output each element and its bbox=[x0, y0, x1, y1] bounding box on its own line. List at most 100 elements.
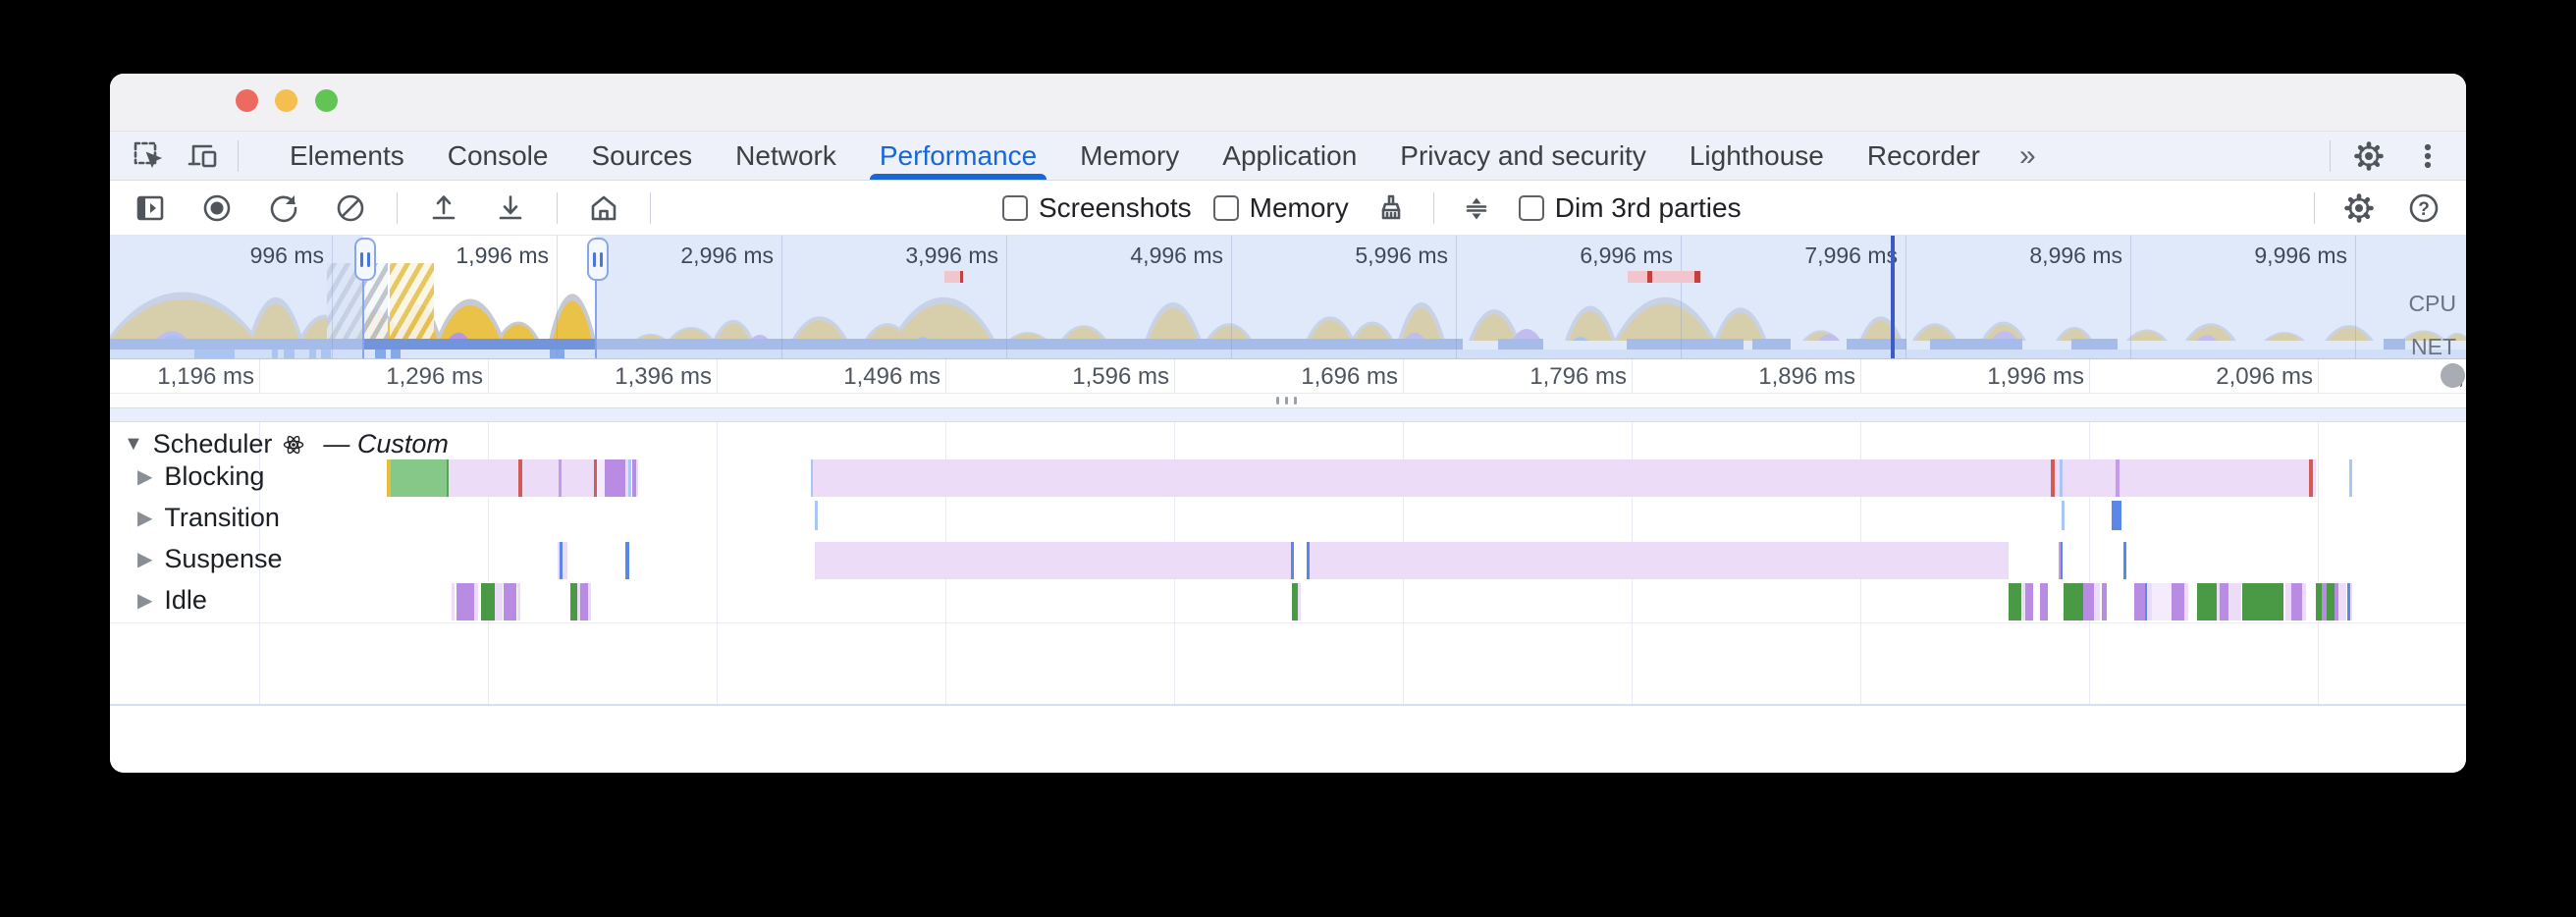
flame-segment-lav[interactable] bbox=[449, 459, 518, 497]
screenshots-checkbox-box[interactable] bbox=[1002, 194, 1028, 221]
flame-segment-lav[interactable] bbox=[517, 583, 520, 620]
flame-segment-lav[interactable] bbox=[2120, 459, 2309, 497]
tab-console[interactable]: Console bbox=[447, 139, 549, 171]
tab-network[interactable]: Network bbox=[735, 139, 836, 171]
flame-segment-lav[interactable] bbox=[2302, 583, 2306, 620]
flame-segment-lav[interactable] bbox=[2228, 583, 2241, 620]
flame-segment-lav[interactable] bbox=[522, 459, 559, 497]
selection-handle-left[interactable] bbox=[354, 238, 376, 281]
flame-segment-lavLight[interactable] bbox=[597, 459, 605, 497]
flame-segment-purple[interactable] bbox=[2134, 583, 2145, 620]
flame-segment-red[interactable] bbox=[2051, 459, 2055, 497]
flame-segment-greenIdle[interactable] bbox=[481, 583, 495, 620]
horizontal-scrollbar-thumb[interactable] bbox=[2441, 363, 2465, 388]
download-profile-icon[interactable] bbox=[490, 189, 531, 228]
flame-segment-lav[interactable] bbox=[495, 583, 503, 620]
flame-segment-lav[interactable] bbox=[577, 583, 580, 620]
expand-triangle-icon[interactable]: ▶ bbox=[137, 549, 153, 570]
flame-segment-blue[interactable] bbox=[1291, 542, 1294, 579]
garbage-collect-icon[interactable] bbox=[1370, 189, 1412, 228]
flame-segment-blue[interactable] bbox=[2112, 501, 2121, 530]
flame-segment-lav[interactable] bbox=[562, 459, 594, 497]
flame-segment-lav[interactable] bbox=[1310, 542, 2009, 579]
flame-segment-blue[interactable] bbox=[560, 542, 563, 579]
flame-segment-lav[interactable] bbox=[2338, 583, 2346, 620]
expand-triangle-icon[interactable]: ▶ bbox=[137, 508, 153, 529]
track-group-strip[interactable] bbox=[110, 407, 2466, 422]
tab-sources[interactable]: Sources bbox=[591, 139, 693, 171]
flame-segment-blue[interactable] bbox=[2061, 542, 2063, 579]
flame-segment-lav[interactable] bbox=[1298, 583, 1301, 620]
flame-segment-purple[interactable] bbox=[456, 583, 474, 620]
flame-segment-lav[interactable] bbox=[2217, 583, 2220, 620]
memory-checkbox[interactable]: Memory bbox=[1212, 192, 1349, 224]
flame-segment-purple[interactable] bbox=[605, 459, 625, 497]
flame-segment-lav[interactable] bbox=[636, 459, 638, 497]
flame-segment-greenIdle[interactable] bbox=[1292, 583, 1298, 620]
show-sidebar-icon[interactable] bbox=[130, 189, 171, 228]
flame-segment-greenIdle[interactable] bbox=[570, 583, 577, 620]
flame-segment-purple[interactable] bbox=[2040, 583, 2048, 620]
flame-segment-lav[interactable] bbox=[2063, 459, 2116, 497]
flame-segment-blueLight[interactable] bbox=[2349, 459, 2352, 497]
dim-3rd-parties-checkbox[interactable]: Dim 3rd parties bbox=[1518, 192, 1742, 224]
tab-elements[interactable]: Elements bbox=[290, 139, 404, 171]
home-icon[interactable] bbox=[583, 189, 624, 228]
clear-icon[interactable] bbox=[330, 189, 371, 228]
flame-segment-lav[interactable] bbox=[2055, 459, 2060, 497]
flame-segment-blueLight[interactable] bbox=[2060, 459, 2063, 497]
selection-handle-right[interactable] bbox=[587, 238, 609, 281]
capture-settings-gear-icon[interactable] bbox=[2338, 189, 2380, 228]
memory-checkbox-box[interactable] bbox=[1212, 194, 1239, 221]
flame-segment-greenIdle[interactable] bbox=[2327, 583, 2334, 620]
minimize-window-button[interactable] bbox=[275, 89, 297, 112]
flame-segment-red[interactable] bbox=[2309, 459, 2313, 497]
flame-segment-blueLight[interactable] bbox=[815, 501, 818, 530]
flame-segment-purpleLine[interactable] bbox=[559, 459, 562, 497]
flame-segment-purple[interactable] bbox=[504, 583, 516, 620]
track-row-label-idle[interactable]: ▶Idle bbox=[137, 585, 207, 615]
flame-segment-lav[interactable] bbox=[625, 459, 628, 497]
flame-segment-purple[interactable] bbox=[2025, 583, 2033, 620]
flame-segment-greenEdge[interactable] bbox=[447, 459, 449, 497]
flame-segment-greenIdle[interactable] bbox=[2242, 583, 2283, 620]
flame-segment-blueLight[interactable] bbox=[2062, 501, 2065, 530]
track-row-label-blocking[interactable]: ▶Blocking bbox=[137, 461, 265, 491]
settings-gear-icon[interactable] bbox=[2348, 136, 2389, 176]
flame-segment-lav[interactable] bbox=[2094, 583, 2100, 620]
flame-segment-lav[interactable] bbox=[563, 542, 567, 579]
flame-segment-amber[interactable] bbox=[387, 459, 391, 497]
zoom-window-button[interactable] bbox=[315, 89, 338, 112]
track-row-label-transition[interactable]: ▶Transition bbox=[137, 503, 280, 532]
flame-segment-purple[interactable] bbox=[2083, 583, 2094, 620]
record-and-reload-icon[interactable] bbox=[263, 189, 304, 228]
flame-segment-blue[interactable] bbox=[625, 542, 629, 579]
upload-profile-icon[interactable] bbox=[423, 189, 464, 228]
tab-privacy-and-security[interactable]: Privacy and security bbox=[1400, 139, 1646, 171]
flamechart-tracks[interactable]: ▼ Scheduler — Custom ▶Blocking ▶Transitio… bbox=[110, 422, 2466, 704]
flame-segment-blue[interactable] bbox=[2145, 583, 2147, 620]
flame-segment-purple[interactable] bbox=[2102, 583, 2107, 620]
flame-segment-lav[interactable] bbox=[2313, 459, 2316, 497]
flame-segment-purple[interactable] bbox=[2220, 583, 2228, 620]
tab-performance[interactable]: Performance bbox=[858, 132, 1058, 180]
tab-application[interactable]: Application bbox=[1222, 139, 1358, 171]
flame-segment-lav[interactable] bbox=[815, 542, 1291, 579]
close-window-button[interactable] bbox=[236, 89, 258, 112]
track-row-label-suspense[interactable]: ▶Suspense bbox=[137, 544, 283, 573]
flame-segment-lav[interactable] bbox=[2350, 583, 2352, 620]
customize-devtools-icon[interactable] bbox=[2407, 136, 2448, 176]
collapse-sections-icon[interactable] bbox=[1456, 189, 1497, 228]
flame-segment-purple[interactable] bbox=[2291, 583, 2302, 620]
flame-segment-purple[interactable] bbox=[2334, 583, 2338, 620]
tab-lighthouse[interactable]: Lighthouse bbox=[1689, 139, 1824, 171]
flame-segment-greenIdle[interactable] bbox=[2064, 583, 2083, 620]
flame-segment-red[interactable] bbox=[518, 459, 522, 497]
track-header-scheduler[interactable]: ▼ Scheduler — Custom bbox=[124, 429, 449, 459]
tab-memory[interactable]: Memory bbox=[1080, 139, 1180, 171]
flame-segment-lav[interactable] bbox=[813, 459, 2051, 497]
help-icon[interactable]: ? bbox=[2403, 189, 2444, 228]
flame-segment-green[interactable] bbox=[391, 459, 447, 497]
screenshots-checkbox[interactable]: Screenshots bbox=[1002, 192, 1192, 224]
